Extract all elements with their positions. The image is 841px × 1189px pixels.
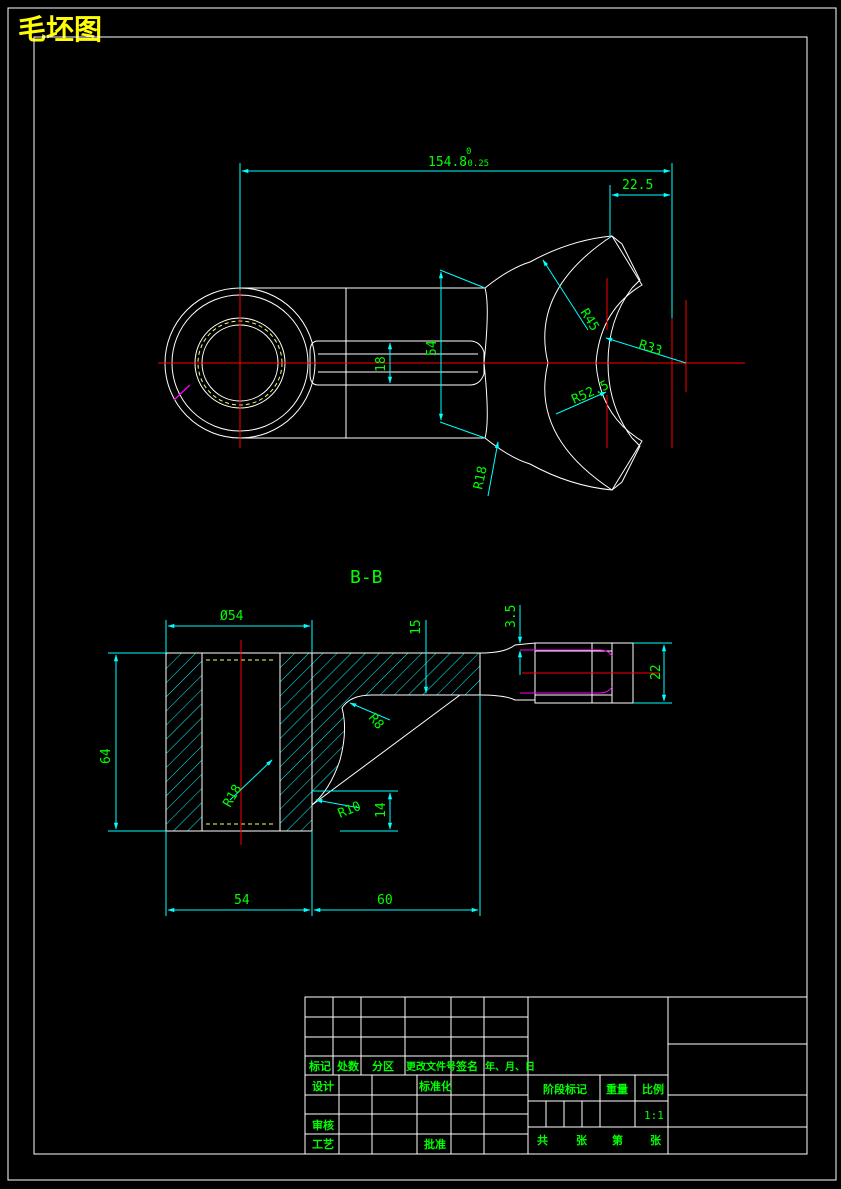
tb-design: 设计 — [312, 1079, 334, 1093]
top-center-lines — [158, 278, 745, 448]
section-view — [165, 640, 660, 845]
neck — [479, 642, 536, 701]
dim-r8-value: R8 — [365, 711, 387, 733]
dim-60-value: 60 — [377, 893, 393, 908]
tb-num: 第 — [612, 1133, 623, 1147]
tb-sheets: 张 — [576, 1133, 588, 1147]
tb-total: 共 — [537, 1133, 548, 1147]
dim-tol-lower: -0.25 — [462, 159, 489, 169]
dim-gap-value: 3.5 — [504, 605, 519, 628]
dim-r45-value: R45 — [577, 306, 602, 334]
tb-page: 张 — [650, 1133, 662, 1147]
dim-r18-line — [487, 441, 499, 497]
tb-stage-mark: 阶段标记 — [543, 1082, 587, 1096]
dim-height-value: 64 — [99, 748, 114, 764]
fork-tip-upper — [611, 235, 641, 289]
dim-top-value: 15 — [409, 619, 424, 635]
hub-wall-right — [279, 652, 313, 832]
tb-review: 审核 — [312, 1118, 334, 1132]
dim-overall-value: 154.8 — [428, 155, 467, 170]
tb-header-3: 更改文件号 — [406, 1060, 456, 1073]
tb-header-5: 年、月、日 — [485, 1060, 535, 1073]
dim-slot-value: 18 — [374, 356, 389, 372]
outer-frame — [7, 7, 837, 1181]
fork-tip-lower — [611, 437, 641, 491]
dim-r18s-line — [229, 759, 273, 801]
dim-tol-upper: 0 — [466, 147, 471, 157]
tb-header-1: 处数 — [336, 1059, 360, 1073]
hub-wall-left — [165, 652, 203, 832]
tb-header-2: 分区 — [372, 1059, 394, 1073]
dim-14-value: 14 — [374, 802, 389, 818]
title-block-texts: 标记 处数 分区 更改文件号 签名 年、月、日 设计 标准化 审核 工艺 批准 … — [308, 1059, 664, 1151]
dim-r52-value: R52.5 — [570, 378, 612, 408]
top-dimensions — [239, 163, 687, 497]
arm-hatch — [311, 652, 481, 807]
drawing-title: 毛坯图 — [18, 13, 103, 46]
dim-web-value: 54 — [425, 340, 440, 356]
tb-scale-value: 1:1 — [644, 1109, 664, 1122]
dim-r52-line — [555, 391, 607, 415]
dim-r10-value: R10 — [336, 799, 363, 822]
tb-scale: 比例 — [642, 1082, 664, 1096]
dim-tip-value: 22.5 — [622, 178, 653, 193]
dim-dia-value: Ø54 — [220, 609, 244, 624]
section-label: B-B — [350, 567, 383, 588]
dim-54-value: 54 — [234, 893, 250, 908]
tb-process: 工艺 — [312, 1137, 334, 1151]
dim-r18-value: R18 — [471, 465, 491, 491]
hidden-mark — [173, 384, 191, 401]
tb-approve: 批准 — [424, 1137, 446, 1151]
section-dimensions — [108, 605, 672, 916]
title-block — [304, 996, 808, 1155]
tb-header-0: 标记 — [308, 1059, 331, 1073]
dim-r33-line — [605, 337, 687, 364]
top-dim-texts: 154.8 0 -0.25 22.5 54 18 R45 R33 R52.5 R… — [374, 147, 664, 491]
dim-r10-line — [315, 799, 361, 809]
tb-header-4: 签名 — [455, 1059, 478, 1073]
dim-fork-value: 22 — [649, 664, 664, 680]
tb-weight: 重量 — [606, 1082, 628, 1096]
dim-r45-line — [542, 259, 589, 331]
web-slot — [309, 340, 485, 386]
tb-standardize: 标准化 — [418, 1079, 452, 1093]
rib-edge — [311, 694, 461, 806]
dim-r33-value: R33 — [637, 338, 664, 360]
fork-outline — [483, 235, 643, 491]
dim-r8-line — [349, 702, 391, 721]
inner-frame — [33, 36, 808, 1155]
